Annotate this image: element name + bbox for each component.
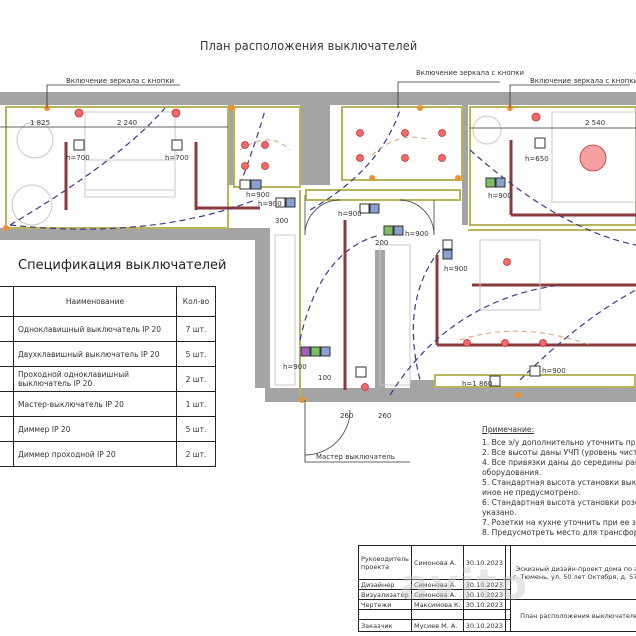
svg-text:h=900: h=900 (283, 363, 307, 371)
note-line: 7. Розетки на кухне уточнить при ее зака (482, 518, 636, 527)
svg-text:2 240: 2 240 (117, 119, 137, 127)
svg-text:h=900: h=900 (542, 367, 566, 375)
svg-text:h=1 860: h=1 860 (462, 380, 492, 388)
notes: Примечание: 1. Все э/у дополнительно уто… (482, 425, 636, 538)
svg-text:h=900: h=900 (338, 210, 362, 218)
mirror-label-3: Включение зеркала с кнопки (530, 77, 636, 85)
notes-title: Примечание: (482, 425, 535, 434)
leader-lines (0, 81, 636, 463)
corner-markers (3, 105, 521, 403)
note-line: указано. (482, 508, 517, 517)
furniture (11, 111, 636, 386)
svg-text:200: 200 (375, 239, 388, 247)
table-row: Проходной одноклавишный выключатель IP 2… (0, 366, 216, 392)
note-line: иное не предусмотрено. (482, 488, 581, 497)
note-line: оборудования. (482, 468, 542, 477)
svg-text:2 540: 2 540 (585, 119, 605, 127)
svg-text:1 825: 1 825 (30, 119, 50, 127)
mirror-label-1: Включение зеркала с кнопки (66, 77, 174, 85)
floor-plan: Включение зеркала с кнопки Включение зер… (0, 69, 636, 463)
svg-text:h=900: h=900 (488, 192, 512, 200)
spec-title: Спецификация выключателей (18, 258, 227, 273)
sheet-name: План расположения выключателей (509, 599, 636, 632)
note-line: 5. Стандартная высота установки выключа (482, 478, 636, 487)
note-line: 2. Все высоты даны УЧП (уровень чистого … (482, 448, 636, 457)
note-line: 4. Все привязки даны до середины рамки л… (482, 458, 636, 467)
svg-text:300: 300 (275, 217, 288, 225)
switches (73, 137, 546, 387)
svg-text:260: 260 (378, 412, 391, 420)
svg-text:h=700: h=700 (66, 154, 90, 162)
table-header: Наименование Кол-во (0, 286, 216, 317)
svg-text:260: 260 (340, 412, 353, 420)
svg-text:h=900: h=900 (444, 265, 468, 273)
svg-text:h=900: h=900 (258, 200, 282, 208)
master-switch-label: Мастер выключатель (316, 453, 395, 461)
svg-text:h=700: h=700 (165, 154, 189, 162)
doors (304, 195, 435, 456)
wall-outlines (5, 106, 636, 400)
drawing-title: План расположения выключателей (200, 38, 418, 53)
svg-text:100: 100 (318, 374, 331, 382)
note-line: 8. Предусмотреть место для трансформат (482, 528, 636, 537)
spec-table: Наименование Кол-во Одноклавишный выключ… (0, 286, 216, 467)
note-line: 1. Все э/у дополнительно уточнить при за (482, 438, 636, 447)
header-qty: Кол-во (176, 286, 216, 317)
switch-wiring (9, 107, 636, 396)
svg-text:h=900: h=900 (246, 191, 270, 199)
light-wiring (239, 136, 591, 346)
watermark: avito (400, 560, 530, 609)
svg-text:h=900: h=900 (405, 230, 429, 238)
svg-text:h=650: h=650 (525, 155, 549, 163)
ceiling-lights (74, 108, 607, 391)
plan-text: Включение зеркала с кнопки Включение зер… (30, 69, 636, 461)
note-line: 6. Стандартная высота установки розеток (482, 498, 636, 507)
title-block: Руководитель проекта Симонова А. 30.10.2… (358, 545, 636, 632)
walls (0, 92, 636, 402)
header-name: Наименование (13, 286, 177, 317)
mirror-label-2: Включение зеркала с кнопки (416, 69, 524, 77)
